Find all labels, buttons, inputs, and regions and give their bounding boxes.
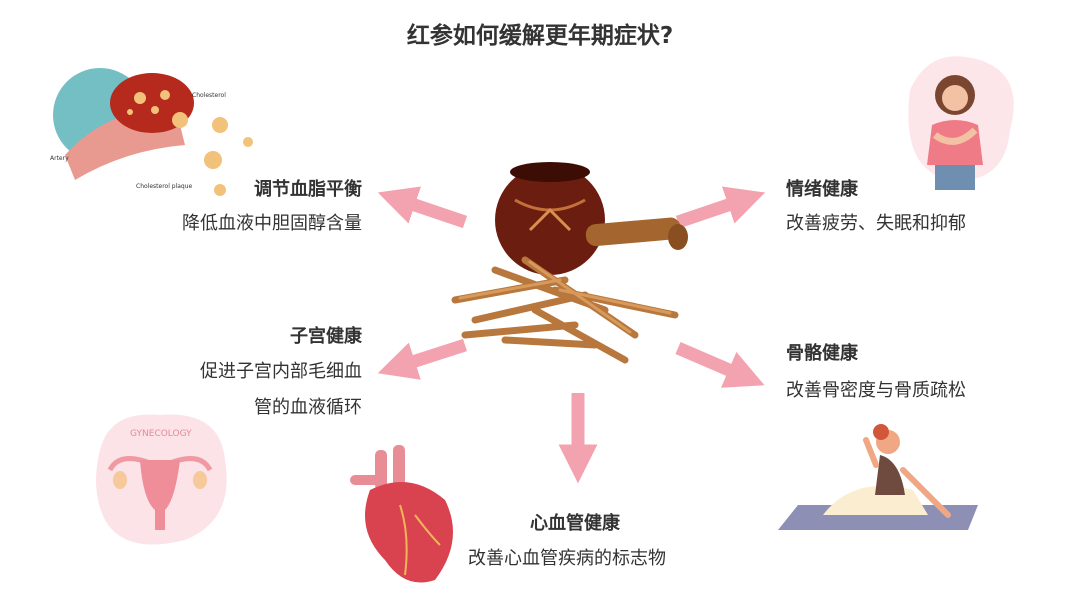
heart-heading: 心血管健康	[530, 513, 620, 534]
uterus-text-line2: 管的血液循环	[254, 397, 362, 418]
mood-heading: 情绪健康	[786, 179, 858, 200]
mood-text: 改善疲劳、失眠和抑郁	[786, 213, 966, 234]
heart-text: 改善心血管疾病的标志物	[468, 548, 666, 569]
cholesterol-label: Cholesterol	[192, 92, 226, 99]
gynecology-label: GYNECOLOGY	[130, 429, 192, 439]
bone-heading: 骨骼健康	[786, 343, 858, 364]
heart-illustration	[350, 445, 453, 583]
arrow-lipid	[377, 186, 468, 229]
page-title: 红参如何缓解更年期症状?	[406, 23, 674, 49]
plaque-label: Cholesterol plaque	[136, 183, 193, 190]
arrow-mood	[675, 186, 766, 229]
artery-cholesterol-illustration: Cholesterol Artery Cholesterol plaque	[50, 68, 253, 196]
lipid-heading: 调节血脂平衡	[254, 179, 362, 200]
lipid-text: 降低血液中胆固醇含量	[182, 213, 362, 234]
uterus-heading: 子宫健康	[290, 326, 362, 347]
uterus-illustration: GYNECOLOGY	[96, 414, 227, 545]
arrow-bone	[675, 342, 765, 388]
woman-self-hug-illustration	[908, 56, 1014, 190]
arrow-uterus	[377, 338, 467, 380]
woman-yoga-illustration	[778, 424, 978, 530]
red-ginseng-pot-image	[451, 162, 688, 364]
bone-text: 改善骨密度与骨质疏松	[786, 380, 966, 401]
uterus-text-line1: 促进子宫内部毛细血	[200, 361, 362, 382]
artery-label: Artery	[50, 155, 69, 162]
